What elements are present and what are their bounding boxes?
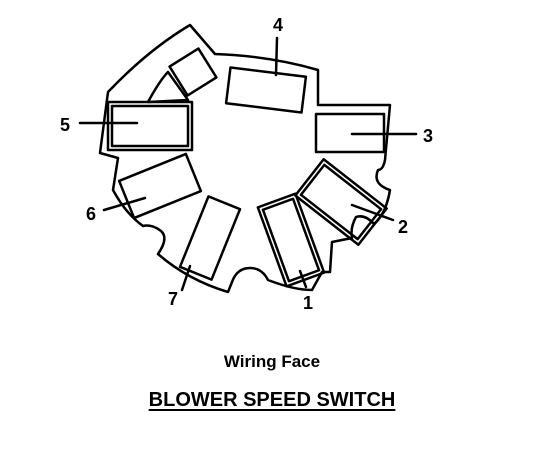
leader-line-6 <box>102 196 147 212</box>
terminal-label-1: 1 <box>303 293 313 313</box>
terminal-label-6: 6 <box>86 204 96 224</box>
terminal-slot-4 <box>224 66 308 114</box>
terminal-label-4: 4 <box>273 15 283 35</box>
leader-line-2 <box>350 203 395 222</box>
terminal-slot-1 <box>256 192 326 288</box>
terminal-slot-2 <box>294 157 388 247</box>
caption-switch-title: BLOWER SPEED SWITCH <box>148 389 396 411</box>
terminal-label-2: 2 <box>398 217 408 237</box>
terminal-label-7: 7 <box>168 289 178 309</box>
terminal-label-5: 5 <box>60 115 70 135</box>
inner-notch <box>146 70 190 104</box>
terminal-slot-7 <box>178 195 242 281</box>
terminal-label-3: 3 <box>423 126 433 146</box>
switch-body-outline <box>98 23 392 294</box>
caption-wiring-face: Wiring Face <box>223 352 321 371</box>
leader-line-1 <box>298 269 308 289</box>
leader-line-4 <box>274 36 279 77</box>
terminal-slot-6 <box>117 152 203 220</box>
terminal-slot-small <box>168 47 218 97</box>
leader-line-7 <box>180 264 192 292</box>
terminal-slot-5 <box>106 100 194 152</box>
